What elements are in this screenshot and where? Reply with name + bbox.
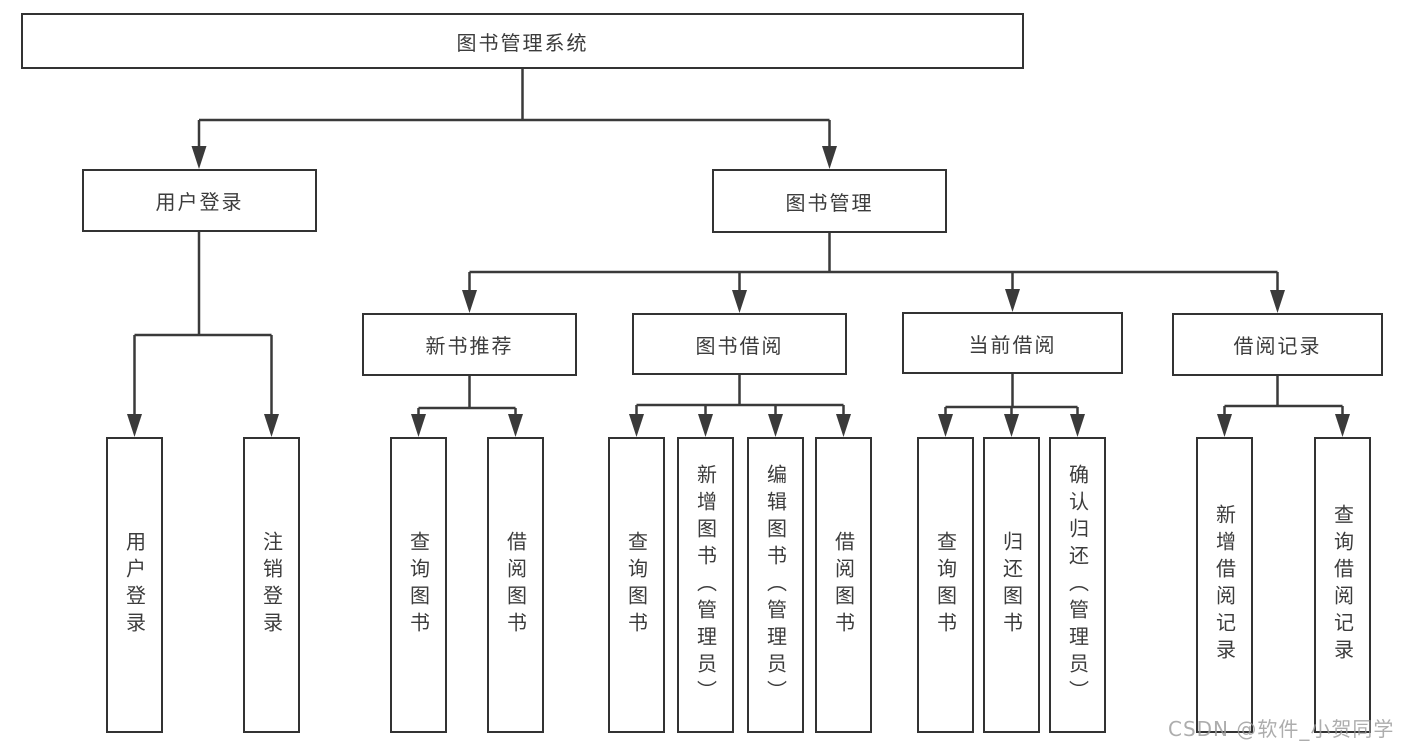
- leaf-add-books-admin: 新增图书（管理员）: [677, 437, 734, 733]
- leaf-confirm-return-admin: 确认归还（管理员）: [1049, 437, 1106, 733]
- node-user-login: 用户登录: [82, 169, 317, 232]
- leaf-return-books: 归还图书: [983, 437, 1040, 733]
- leaf-query-books-borrowing: 查询图书: [608, 437, 665, 733]
- leaf-borrow-books-borrowing: 借阅图书: [815, 437, 872, 733]
- leaf-query-borrow-record: 查询借阅记录: [1314, 437, 1371, 733]
- csdn-watermark: CSDN @软件_小贺同学: [1168, 717, 1395, 741]
- leaf-query-books-recommend: 查询图书: [390, 437, 447, 733]
- node-book-management: 图书管理: [712, 169, 947, 233]
- leaf-query-books-current: 查询图书: [917, 437, 974, 733]
- node-new-book-recommend: 新书推荐: [362, 313, 577, 376]
- leaf-edit-books-admin: 编辑图书（管理员）: [747, 437, 804, 733]
- node-current-borrowing: 当前借阅: [902, 312, 1123, 374]
- leaf-borrow-books-recommend: 借阅图书: [487, 437, 544, 733]
- node-library-management-system: 图书管理系统: [21, 13, 1024, 69]
- leaf-add-borrow-record: 新增借阅记录: [1196, 437, 1253, 733]
- leaf-logout: 注销登录: [243, 437, 300, 733]
- node-borrowing-records: 借阅记录: [1172, 313, 1383, 376]
- leaf-user-login: 用户登录: [106, 437, 163, 733]
- node-book-borrowing: 图书借阅: [632, 313, 847, 375]
